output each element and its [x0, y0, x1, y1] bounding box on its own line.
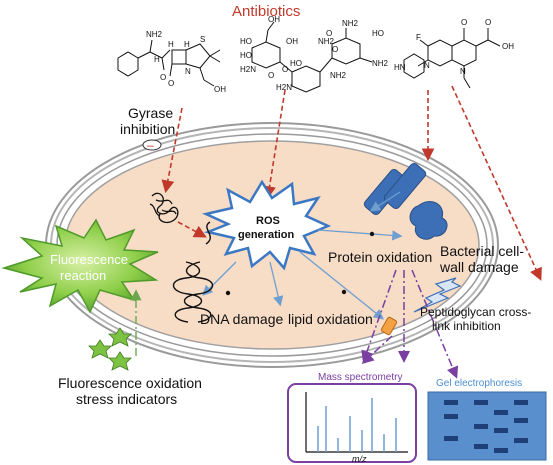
chem-label: HO: [372, 29, 384, 38]
analysis-arrows: [361, 269, 459, 379]
inhibition-symbol: [142, 139, 162, 151]
gel-title: Gel electrophoresis: [436, 378, 522, 389]
peptidoglycan-label-line2: link inhibition: [432, 319, 501, 333]
mass-spec-title: Mass spectrometry: [318, 372, 402, 383]
chem-label: S: [200, 35, 205, 44]
porin-arrow: [369, 191, 401, 212]
quinolone-structure: [403, 28, 501, 89]
chem-label: NH2: [342, 19, 359, 28]
gyrase-label-line1: Gyrase: [128, 105, 173, 121]
chem-label: OH: [286, 37, 298, 46]
antibiotic-arrows: [161, 85, 542, 281]
indicator-molecules: [88, 327, 132, 371]
chem-label: NH2: [318, 37, 335, 46]
wall-damage-label-line2: wall damage: [439, 259, 519, 275]
chem-label: HO: [240, 37, 252, 46]
ros-label-line1: ROS: [256, 215, 280, 227]
chem-label: H2N: [276, 83, 292, 92]
chem-label: H: [154, 55, 160, 64]
indicators-label-line2: stress indicators: [76, 391, 177, 407]
protein-oxidation-label: Protein oxidation: [328, 249, 432, 265]
lipid-probe: [380, 316, 398, 336]
wall-protein: [409, 201, 448, 240]
aminoglycoside-structure: [251, 21, 373, 93]
chem-label: O: [168, 79, 174, 88]
chem-label: H2N: [240, 65, 256, 74]
lightning-icon: [413, 277, 462, 313]
gyrase-protein: [149, 192, 179, 224]
chem-label: NH2: [146, 30, 163, 39]
chem-label: N: [424, 61, 430, 70]
chem-label: NH2: [330, 71, 347, 80]
dna-damage-label: DNA damage: [200, 311, 283, 327]
fluorescence-label-line1: Fluorescence: [50, 252, 128, 267]
dna-helix: [172, 221, 214, 323]
mass-spec-panel: [287, 383, 417, 463]
chem-label: H: [168, 40, 174, 49]
minus-sign: –: [147, 138, 154, 152]
chem-label: O: [160, 73, 166, 82]
indicators-label-line1: Fluorescence oxidation: [58, 375, 202, 391]
chem-label: OH: [268, 15, 280, 24]
chem-label: N: [460, 67, 466, 76]
fluorescence-label-line2: reaction: [60, 268, 106, 283]
chem-label: O: [485, 18, 491, 27]
mz-axis-label: m/z: [352, 454, 367, 464]
chem-label: HN: [394, 63, 406, 72]
ros-arrows: [202, 229, 403, 320]
chem-label: N: [185, 67, 191, 76]
penicillin-structure: [117, 39, 221, 87]
chem-label: O: [461, 18, 467, 27]
lipid-oxidation-label: lipid oxidation: [288, 311, 373, 327]
chem-label: F: [416, 33, 421, 42]
peptidoglycan-label-line1: Peptidoglycan cross-: [420, 305, 531, 319]
chem-label: O: [282, 65, 288, 74]
ros-starburst: [202, 179, 332, 271]
gel-panel: [427, 391, 547, 461]
chem-label: OH: [502, 42, 514, 51]
chem-label: OH: [214, 85, 226, 94]
arrow-markers: [225, 231, 375, 296]
chem-label: O: [326, 29, 332, 38]
gyrase-label-line2: inhibition: [120, 121, 175, 137]
fluorescence-starburst: [1, 218, 159, 314]
chem-label: HO: [240, 51, 252, 60]
chem-label: NH2: [372, 59, 389, 68]
chem-label: H: [184, 40, 190, 49]
chem-label: O: [332, 45, 338, 54]
wall-damage-label-line1: Bacterial cell-: [440, 243, 524, 259]
ros-label-line2: generation: [238, 229, 295, 241]
chem-label: O: [268, 71, 274, 80]
diagram-title: Antibiotics: [232, 3, 300, 20]
chem-label: HO: [290, 59, 302, 68]
